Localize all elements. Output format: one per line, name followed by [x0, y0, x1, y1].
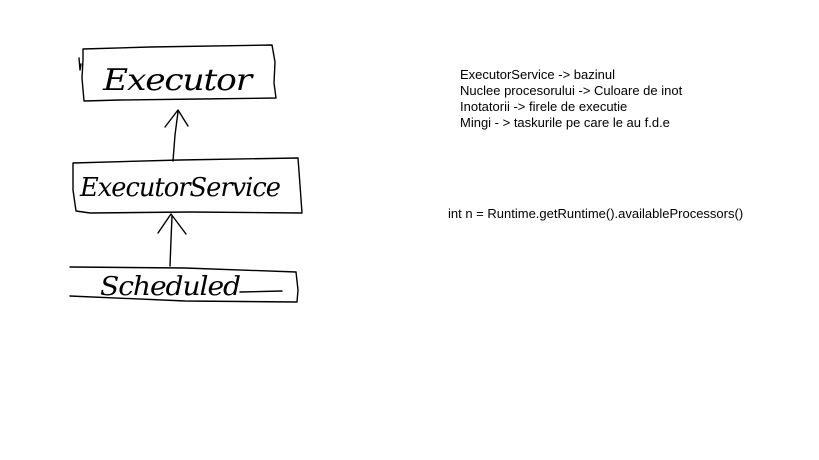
arrow-scheduled-to-service — [157, 213, 187, 267]
executor-box-tick — [78, 57, 82, 71]
executor-box — [81, 44, 277, 102]
executor-label: Executor — [102, 63, 254, 98]
scheduled-underline — [239, 290, 283, 293]
note-line: Nuclee procesorului -> Culoare de inot — [460, 83, 683, 98]
scheduled-box — [69, 266, 299, 303]
arrow-service-to-executor — [164, 109, 189, 162]
executor-service-box — [72, 157, 303, 214]
code-line: int n = Runtime.getRuntime().availablePr… — [448, 206, 744, 221]
note-line: Mingi - > taskurile pe care le au f.d.e — [460, 115, 670, 130]
analogy-notes: ExecutorService -> bazinul Nuclee proces… — [460, 67, 682, 131]
note-line: Inotatorii -> firele de executie — [460, 99, 628, 114]
note-line: ExecutorService -> bazinul — [460, 67, 615, 82]
scheduled-label: Scheduled — [100, 272, 240, 302]
executor-service-label: ExecutorService — [79, 173, 281, 203]
